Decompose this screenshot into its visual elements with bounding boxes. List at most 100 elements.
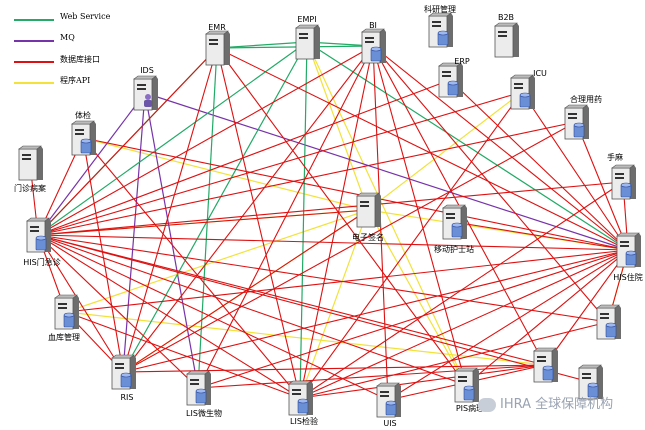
db-interface-link-bi-liswsw [197, 45, 374, 389]
node-pis [454, 367, 479, 403]
server-top [71, 120, 95, 125]
server-top [578, 364, 602, 369]
webservice-link-emr-bi [216, 45, 374, 49]
db-interface-link-emr-lisjy [216, 47, 301, 399]
legend-label: Web Service [60, 12, 111, 21]
server-icon [18, 148, 38, 181]
node-label-pis: PIS病理 [456, 403, 484, 413]
node-mzbs [18, 145, 43, 181]
server-top [356, 192, 380, 197]
drive-slot [442, 71, 451, 73]
db-interface-link-hismz-hiszy [37, 234, 629, 251]
drive-slot [299, 37, 308, 39]
program-api-link-tj-dzqm [82, 137, 369, 211]
db-interface-link-icu-hiszy [521, 91, 629, 251]
drive-slot [360, 201, 369, 203]
mq-link-ids-ris [122, 92, 146, 373]
webservice-link-empi-hismz [37, 41, 308, 236]
node-label-bi: BI [369, 21, 377, 30]
drive-slot [498, 35, 507, 37]
drive-slot [30, 230, 39, 232]
node-hiszy [616, 232, 641, 268]
drive-slot [75, 133, 84, 135]
node-label-mzbs: 门诊病案 [14, 183, 46, 193]
db-interface-link-hismz-ris [37, 234, 124, 373]
drive-slot [458, 380, 467, 382]
program-api-link-xkgl-br1 [65, 311, 546, 366]
drive-slot [380, 391, 389, 393]
node-ids [133, 75, 158, 111]
node-label-ris: RIS [121, 393, 134, 402]
drive-slot [209, 39, 218, 41]
server-top [26, 217, 50, 222]
watermark: IHRA 全球保障机构 [478, 393, 613, 412]
legend-label: MQ [60, 33, 75, 42]
drive-slot [365, 41, 374, 43]
node-label-hismz: HIS门急诊 [23, 257, 60, 267]
legend-label: 程序API [60, 76, 91, 85]
legend-line-webservice [14, 19, 54, 21]
node-erp [438, 62, 463, 98]
server-top [111, 354, 135, 359]
db-interface-link-hlyy-hismz [37, 121, 577, 236]
db-interface-link-hismz-pis [37, 234, 467, 386]
program-api-link-empi-dzqm [306, 41, 369, 211]
db-interface-link-tj-lisjy [82, 137, 301, 399]
drive-slot [514, 83, 523, 85]
drive-slot [190, 379, 199, 381]
node-br2 [596, 304, 621, 340]
drive-slot [620, 241, 629, 243]
drive-slot [299, 33, 308, 35]
drive-slot [58, 307, 67, 309]
database-top [587, 382, 599, 388]
edges-layer [29, 41, 629, 401]
db-interface-link-dzqm-hismz [37, 209, 369, 236]
webservice-link-empi-hiszy [306, 41, 629, 251]
drive-slot [600, 317, 609, 319]
node-hismz [26, 217, 51, 253]
drive-slot [22, 154, 31, 156]
db-interface-link-hiszy-br1 [544, 249, 629, 366]
database-top [370, 46, 382, 52]
program-api-link-empi-pis [306, 41, 467, 386]
drive-slot [537, 356, 546, 358]
drive-slot [360, 205, 369, 207]
database-top [385, 400, 397, 406]
db-interface-link-icu-hismz [37, 91, 523, 236]
server-top [186, 370, 210, 375]
drive-slot [600, 313, 609, 315]
database-top [605, 322, 617, 328]
mq-link-ids-hismz [37, 92, 146, 236]
node-xkgl [54, 294, 79, 330]
server-top [54, 294, 78, 299]
server-top [510, 74, 534, 79]
server-top [611, 164, 635, 169]
db-interface-link-hiszy-xkgl [65, 249, 629, 313]
database-top [195, 388, 207, 394]
node-label-hlyy: 合理用药 [570, 94, 602, 104]
node-label-ids: IDS [140, 66, 154, 75]
drive-slot [446, 217, 455, 219]
db-interface-link-hismz-lisjy [37, 234, 301, 399]
database-top [620, 182, 632, 188]
db-interface-link-ss-hismz [37, 181, 624, 236]
database-top [35, 235, 47, 241]
server-top [133, 75, 157, 80]
node-label-b2b: B2B [498, 13, 514, 22]
mq-link-ids-liswsw [144, 92, 199, 389]
drive-slot [380, 395, 389, 397]
legend-line-program-api [14, 82, 54, 84]
nodes-layer: EMREMPIBI科研管理B2BERPICU合理用药手麻IDS体检门诊病案HIS… [14, 4, 643, 428]
drive-slot [365, 37, 374, 39]
server-icon [295, 27, 315, 60]
db-interface-link-dzqm-ris [122, 209, 369, 373]
server-top [494, 22, 518, 27]
node-ydhs [442, 204, 467, 240]
node-label-ss: 手麻 [607, 152, 623, 162]
server-top [376, 382, 400, 387]
database-top [63, 312, 75, 318]
node-label-lisjy: LIS检验 [290, 416, 318, 426]
user-body [144, 100, 152, 107]
drive-slot [568, 113, 577, 115]
